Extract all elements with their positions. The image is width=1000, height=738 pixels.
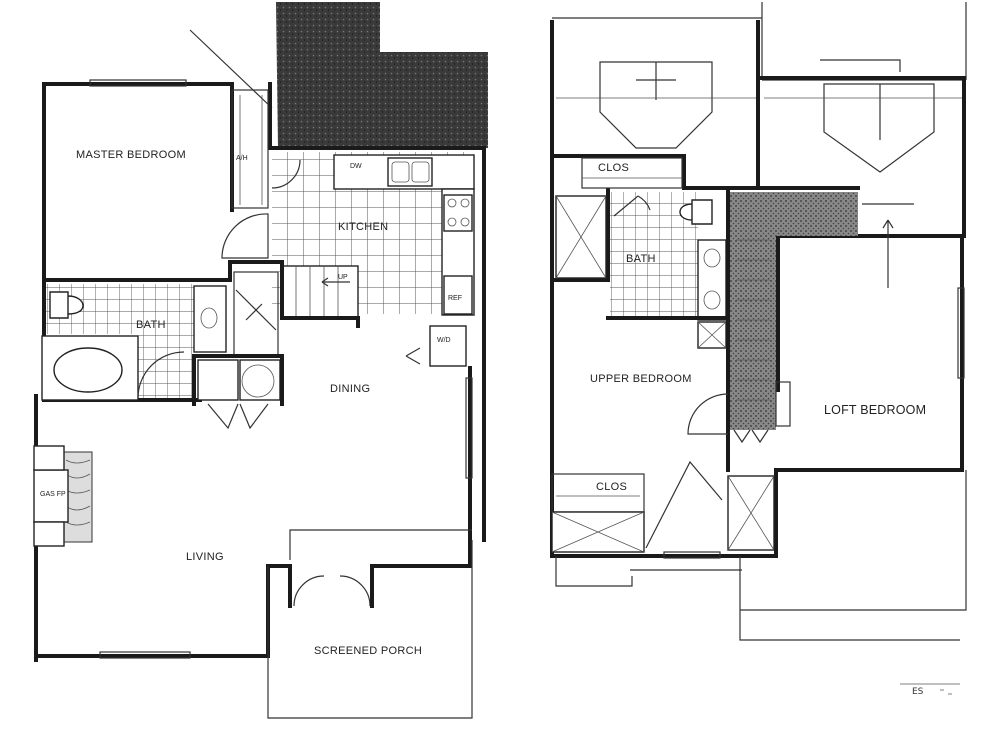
bath-door-swing [613, 195, 651, 217]
lower-floor: REF DW UP A/H W/D [33, 2, 488, 719]
kitchen-sink [387, 157, 433, 187]
drawing-annotation: ES [912, 687, 924, 697]
master-bedroom-label: MASTER BEDROOM [76, 149, 186, 161]
ah-label: A/H [236, 155, 248, 162]
upper-linen-b [775, 381, 791, 427]
gas-fp-label: GAS FP [40, 491, 66, 498]
lower-outer-wall-2 [34, 146, 486, 662]
dining-label: DINING [330, 383, 370, 395]
porch-doors [293, 575, 371, 607]
kitchen-label: KITCHEN [338, 221, 388, 233]
dining-window [465, 377, 473, 479]
kitchen-arc [271, 159, 301, 189]
up-label: UP [338, 274, 348, 281]
loft-bedroom-label: LOFT BEDROOM [824, 403, 926, 417]
toilet-lower [49, 291, 84, 319]
lower-bath-label: BATH [136, 319, 166, 331]
upper-stair-shading [728, 192, 858, 430]
under-stair-closet [233, 271, 279, 357]
upper-closet-doors [645, 460, 723, 549]
upper-window-bottom [663, 551, 721, 559]
laundry-doors [207, 403, 269, 430]
lower-vanity [193, 285, 227, 353]
upper-closet-bottom-label: CLOS [596, 481, 627, 493]
living-window [99, 651, 191, 659]
master-closet [231, 89, 269, 209]
fireplace-side-top [33, 445, 65, 471]
roof-hip-left [599, 61, 713, 149]
screened-porch-outline [267, 529, 473, 719]
upper-closet-bottom [551, 473, 645, 513]
upper-bedroom-door [687, 393, 729, 435]
lower-bath-tile-2 [138, 334, 196, 398]
upper-closet-top [581, 157, 683, 189]
bedroom-door-swing [221, 213, 269, 259]
wd-label: W/D [437, 337, 451, 344]
bedroom-window [89, 79, 187, 87]
upper-floor: CLOS BATH UPPER BEDROOM CLOS LOFT BEDR [550, 2, 967, 697]
upper-toilet [679, 199, 713, 225]
upper-bath-label: BATH [626, 253, 656, 265]
living-label: LIVING [186, 551, 224, 563]
stair-arrow [862, 203, 914, 288]
refrigerator [443, 275, 473, 315]
shaded-exterior-area [276, 2, 488, 148]
fireplace-side-bottom [33, 521, 65, 547]
screened-porch-label: SCREENED PORCH [314, 645, 422, 657]
leader-line [189, 29, 273, 109]
wd-unit [429, 325, 467, 367]
roof-hip-right [823, 83, 935, 173]
laundry-dryer [239, 359, 281, 401]
upper-bedroom-label: UPPER BEDROOM [590, 373, 692, 385]
lower-roof-outline [555, 470, 967, 641]
laundry-washer [197, 359, 239, 401]
dw-label: DW [350, 163, 362, 170]
upper-closet-top-label: CLOS [598, 162, 629, 174]
stair-door [733, 429, 769, 444]
upper-vanity [697, 239, 727, 321]
ref-label: REF [448, 295, 462, 302]
loft-window [957, 287, 965, 379]
